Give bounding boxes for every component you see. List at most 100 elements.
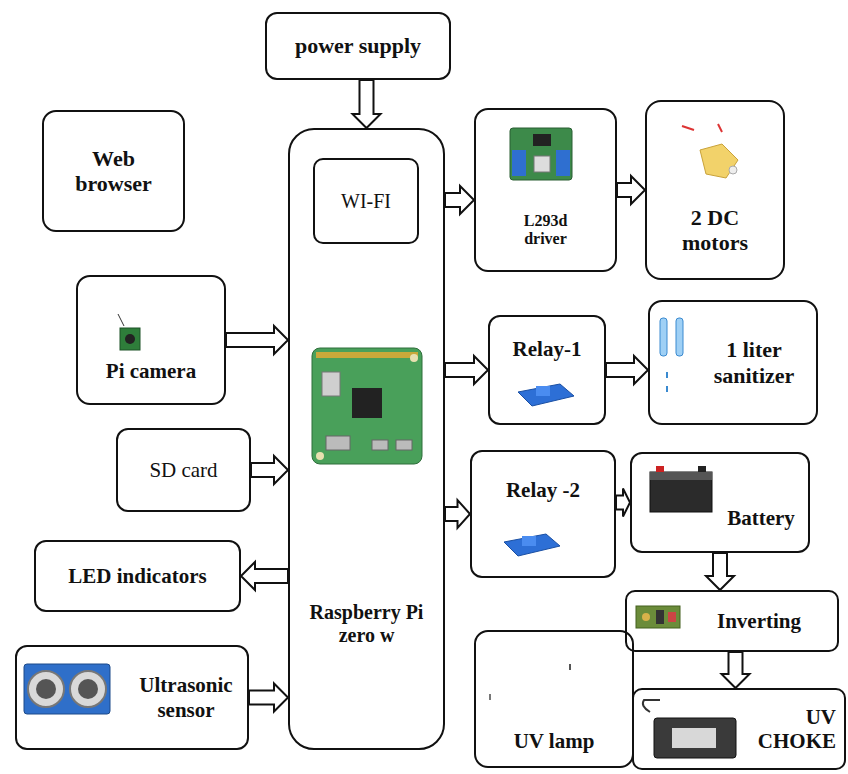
node-label: UV lamp xyxy=(481,729,627,753)
node-label: Ultrasonic sensor xyxy=(130,673,242,721)
pcb xyxy=(636,606,680,628)
storage-box: SD card xyxy=(116,428,251,512)
power-box: power supply xyxy=(265,12,451,80)
driver-board xyxy=(510,128,572,180)
terminal xyxy=(556,150,570,176)
battery-body xyxy=(650,472,712,512)
component xyxy=(656,610,664,624)
component xyxy=(668,612,676,622)
transducer xyxy=(70,671,106,707)
processor xyxy=(352,388,382,418)
node-label: power supply xyxy=(274,33,442,58)
cable xyxy=(118,314,124,326)
block-arrow xyxy=(616,489,630,517)
driver-box: L293d driver xyxy=(474,108,617,272)
controller-box: Raspberry Pi zero w WI-FI xyxy=(288,128,445,750)
wire xyxy=(682,126,694,130)
pcb xyxy=(510,128,572,180)
relay-box: Relay-1 xyxy=(488,315,606,425)
terminal xyxy=(656,466,664,472)
sanitizer-box: 1 liter sanitizer xyxy=(648,300,818,425)
shaft xyxy=(729,166,737,174)
motor-body xyxy=(700,144,738,178)
transducer xyxy=(28,671,64,707)
motor-box: 2 DC motors xyxy=(645,100,785,280)
choke-icon xyxy=(643,700,736,758)
camera-icon xyxy=(118,314,140,350)
node-label: Relay -2 xyxy=(477,478,609,502)
node-label: SD card xyxy=(125,458,242,482)
inverter-box: Inverting xyxy=(625,590,839,652)
battery-box: Battery xyxy=(630,452,810,553)
battery-icon xyxy=(650,466,712,512)
ultrasonic-icon xyxy=(24,664,110,714)
sensor-box: Ultrasonic sensor xyxy=(15,645,249,750)
drop xyxy=(666,372,668,378)
cable xyxy=(643,700,660,712)
pcb xyxy=(312,348,422,464)
usb-port xyxy=(396,440,412,450)
chip xyxy=(533,134,551,146)
node-label: Raspberry Pi zero w xyxy=(308,601,426,647)
choke-body xyxy=(654,718,736,758)
mount-hole xyxy=(316,452,324,460)
block-arrow xyxy=(706,553,734,590)
battery-top xyxy=(650,472,712,480)
gpio-header xyxy=(316,352,418,358)
node-label: WI-FI xyxy=(320,190,412,213)
wire xyxy=(718,124,722,132)
sanitizer-icon xyxy=(660,318,683,392)
terminal xyxy=(512,150,526,176)
heatsink xyxy=(534,156,550,172)
node-label: UV CHOKE xyxy=(744,705,836,753)
component xyxy=(642,613,650,621)
block-arrow xyxy=(606,356,648,384)
usb-port xyxy=(372,440,388,450)
wifi-box: WI-FI xyxy=(313,158,419,244)
relay-board xyxy=(518,384,574,406)
block-arrow xyxy=(249,684,288,712)
block-arrow xyxy=(241,562,288,590)
block-arrow xyxy=(445,186,474,214)
node-label: Web browser xyxy=(59,146,169,197)
browser-box: Web browser xyxy=(42,110,185,232)
relay-cube xyxy=(536,386,550,396)
relay-icon xyxy=(518,384,574,406)
drop xyxy=(666,386,668,392)
lens xyxy=(125,334,135,344)
sd-slot xyxy=(322,372,340,396)
motor-icon xyxy=(682,124,738,178)
block-arrow xyxy=(251,456,288,484)
block-arrow xyxy=(617,176,645,204)
block-arrow xyxy=(445,356,488,384)
node-label: Battery xyxy=(719,506,803,530)
bottle xyxy=(676,318,683,356)
relay-board xyxy=(504,534,560,556)
terminal xyxy=(698,466,706,472)
block-arrow xyxy=(722,652,750,688)
uv-lamp-icon xyxy=(490,664,570,700)
node-label: 2 DC motors xyxy=(669,205,761,256)
block-arrow xyxy=(226,326,288,354)
node-label: Inverting xyxy=(688,609,830,633)
transducer-mesh xyxy=(36,679,56,699)
sensor-board xyxy=(24,664,110,714)
choke-label xyxy=(672,728,716,748)
lamp-mark xyxy=(569,664,571,670)
transducer-mesh xyxy=(78,679,98,699)
node-label: Pi camera xyxy=(85,359,217,383)
camera-board xyxy=(120,328,140,350)
relay-box: Relay -2 xyxy=(470,450,616,578)
node-label: LED indicators xyxy=(43,564,232,588)
indicator-box: LED indicators xyxy=(34,540,241,612)
bottle xyxy=(660,318,667,356)
node-label: 1 liter sanitizer xyxy=(698,337,810,388)
mount-hole xyxy=(410,354,418,362)
node-label: Relay-1 xyxy=(495,337,599,361)
camera-box: Pi camera xyxy=(76,275,226,405)
choke-box: UV CHOKE xyxy=(632,688,846,770)
block-arrow xyxy=(353,80,381,128)
pi-board xyxy=(312,348,422,464)
block-arrow xyxy=(445,500,470,528)
hdmi-port xyxy=(326,436,350,450)
